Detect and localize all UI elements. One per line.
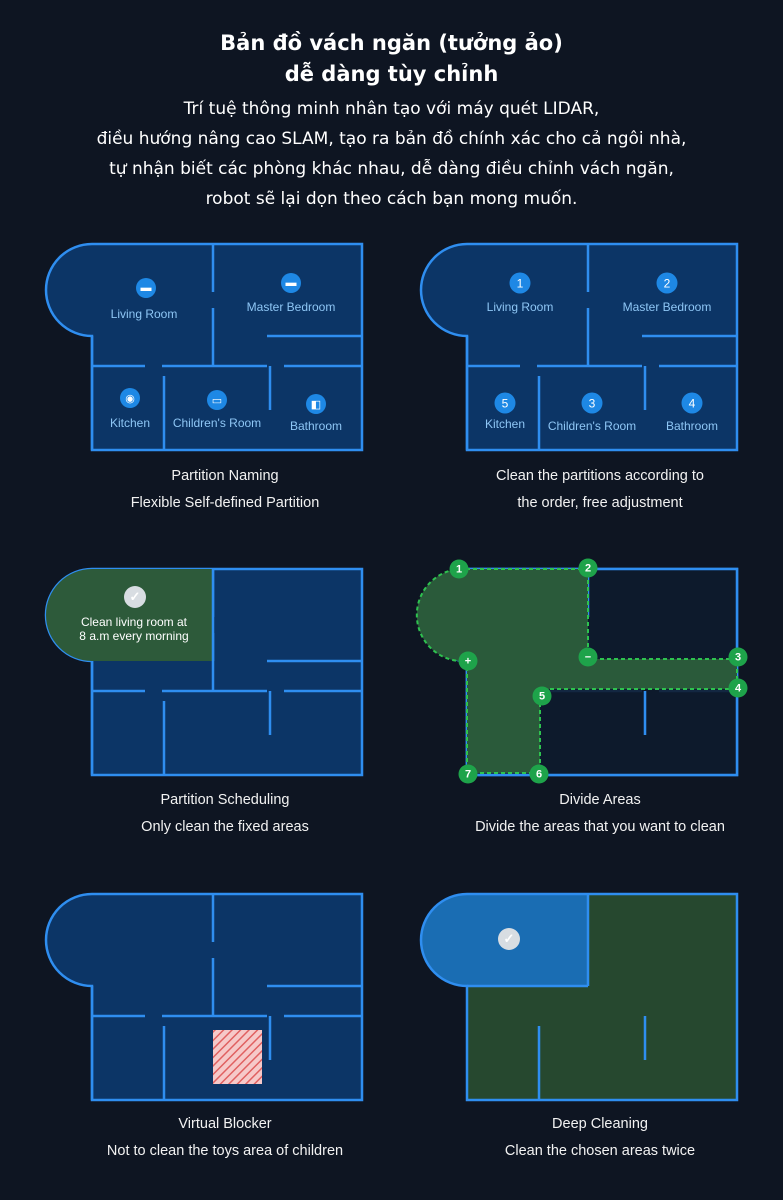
desc-line: Trí tuệ thông minh nhân tạo với máy quét…	[183, 99, 600, 119]
floor-plan	[44, 567, 364, 777]
caption-text: Not to clean the toys area of children	[106, 1143, 344, 1159]
panel-divide-areas: 1 2 3 4 5 6 7 + − Divide Areas Divide th…	[375, 555, 748, 855]
caption: Clean the partitions according to the or…	[415, 463, 783, 517]
room-label-children: Children's Room	[172, 416, 262, 430]
caption-text: Clean the chosen areas twice	[504, 1143, 696, 1159]
caption: Virtual Blocker Not to clean the toys ar…	[40, 1111, 410, 1165]
caption: Deep Cleaning Clean the chosen areas twi…	[415, 1111, 783, 1165]
order-badge: 3	[581, 392, 603, 414]
caption-text: Only clean the fixed areas	[141, 819, 309, 835]
page-title: Bản đồ vách ngăn (tưởng ảo)	[220, 31, 563, 55]
vertex-handle[interactable]: 7	[458, 764, 478, 784]
vertex-handle[interactable]: 5	[532, 686, 552, 706]
caption-title: Clean the partitions according to	[496, 468, 704, 484]
caption-title: Divide Areas	[559, 792, 641, 808]
panel-deep-cleaning: ✓ Deep Cleaning Clean the chosen areas t…	[375, 880, 745, 1180]
panel-partition-scheduling: ✓ Clean living room at 8 a.m every morni…	[0, 555, 370, 855]
desc-line: tự nhận biết các phòng khác nhau, dễ dàn…	[109, 159, 674, 179]
room-label-master: Master Bedroom	[246, 300, 336, 314]
pot-icon: ◉	[120, 388, 140, 408]
vertex-handle[interactable]: 2	[578, 558, 598, 578]
vertex-handle[interactable]: 3	[728, 647, 748, 667]
sofa-icon: ▬	[136, 278, 156, 298]
room-label-children: Children's Room	[547, 419, 637, 433]
order-badge: 5	[494, 392, 516, 414]
schedule-note-line: 8 a.m every morning	[79, 629, 189, 643]
caption-text: the order, free adjustment	[517, 495, 683, 511]
scheduled-area[interactable]	[46, 569, 213, 661]
floor-plan	[44, 242, 364, 452]
order-badge: 2	[656, 272, 678, 294]
bathtub-icon: ◧	[306, 394, 326, 414]
room-label-living: Living Room	[486, 300, 554, 314]
floor-plan	[44, 892, 364, 1102]
crib-icon: ▭	[207, 390, 227, 410]
order-badge: 1	[509, 272, 531, 294]
page-subtitle: dễ dàng tùy chỉnh	[284, 62, 499, 86]
caption-text: Divide the areas that you want to clean	[475, 819, 725, 835]
description: Trí tuệ thông minh nhân tạo với máy quét…	[0, 94, 783, 214]
room-label-kitchen: Kitchen	[109, 416, 151, 430]
vertex-handle[interactable]: 4	[728, 678, 748, 698]
check-icon: ✓	[498, 928, 520, 950]
caption-text: Flexible Self-defined Partition	[130, 495, 320, 511]
floor-plan	[419, 892, 739, 1102]
panel-partition-naming: ▬ Living Room ▬ Master Bedroom ◉ Kitchen…	[0, 230, 370, 530]
floor-plan	[419, 242, 739, 452]
desc-line: robot sẽ lại dọn theo cách bạn mong muốn…	[205, 189, 578, 209]
room-label-bathroom: Bathroom	[665, 419, 719, 433]
caption-title: Partition Naming	[171, 468, 279, 484]
caption: Partition Scheduling Only clean the fixe…	[40, 787, 410, 841]
vertex-handle[interactable]: 1	[449, 559, 469, 579]
add-vertex-button[interactable]: +	[458, 651, 478, 671]
desc-line: điều hướng nâng cao SLAM, tạo ra bản đồ …	[96, 129, 687, 149]
room-label-kitchen: Kitchen	[484, 417, 526, 431]
room-label-master: Master Bedroom	[622, 300, 712, 314]
bed-icon: ▬	[281, 273, 301, 293]
caption-title: Deep Cleaning	[552, 1116, 648, 1132]
room-label-bathroom: Bathroom	[289, 419, 343, 433]
blocked-zone[interactable]	[213, 1030, 262, 1084]
panel-partition-order: 1 Living Room 2 Master Bedroom 5 Kitchen…	[375, 230, 745, 530]
room-label-living: Living Room	[110, 307, 178, 321]
remove-vertex-button[interactable]: −	[578, 647, 598, 667]
caption-title: Virtual Blocker	[178, 1116, 272, 1132]
vertex-handle[interactable]: 6	[529, 764, 549, 784]
panel-virtual-blocker: Virtual Blocker Not to clean the toys ar…	[0, 880, 370, 1180]
caption-title: Partition Scheduling	[160, 792, 290, 808]
floor-plan	[415, 567, 739, 777]
schedule-note: Clean living room at 8 a.m every morning	[79, 615, 188, 643]
check-icon: ✓	[124, 586, 146, 608]
caption: Partition Naming Flexible Self-defined P…	[40, 463, 410, 517]
schedule-note-line: Clean living room at	[80, 615, 188, 629]
caption: Divide Areas Divide the areas that you w…	[415, 787, 783, 841]
order-badge: 4	[681, 392, 703, 414]
